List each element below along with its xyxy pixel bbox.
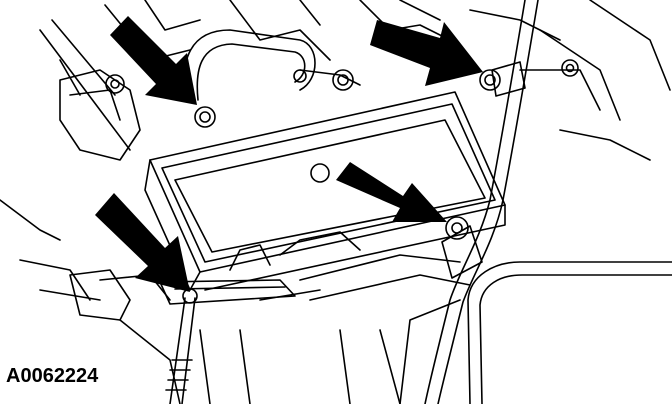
arrow-right-nut xyxy=(336,162,447,222)
lower-left-bracket xyxy=(69,269,296,404)
hose-bracket xyxy=(183,29,361,101)
arrow-lower-left-nut xyxy=(95,193,190,292)
left-bracket xyxy=(59,69,141,161)
arrow-upper-right-nut xyxy=(370,20,483,86)
lower-right-block xyxy=(399,261,672,404)
lower-hardware xyxy=(229,231,471,301)
module-housing xyxy=(144,91,506,291)
target-nuts xyxy=(194,59,579,240)
arrow-upper-left-nut xyxy=(110,16,197,105)
figure-id-label: A0062224 xyxy=(6,365,99,387)
